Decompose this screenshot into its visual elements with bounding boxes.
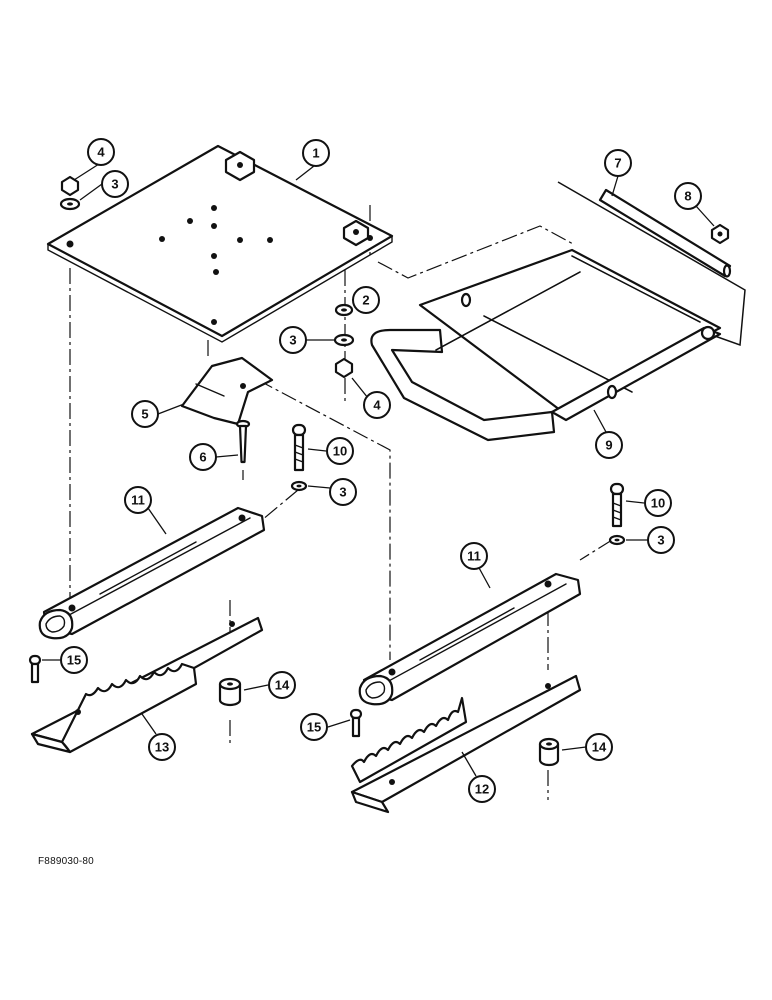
callout-3: 3 <box>279 326 307 354</box>
svg-text:3: 3 <box>339 485 346 500</box>
svg-text:14: 14 <box>275 678 290 693</box>
callout-3: 3 <box>329 478 357 506</box>
screw-left <box>28 654 42 684</box>
screw-right <box>349 708 363 738</box>
svg-text:1: 1 <box>312 146 319 161</box>
spacer-right <box>538 737 560 767</box>
callout-4: 4 <box>87 138 115 166</box>
callout-14: 14 <box>585 733 613 761</box>
svg-text:9: 9 <box>605 438 612 453</box>
svg-text:4: 4 <box>373 398 381 413</box>
toothed-rail-left <box>30 616 264 754</box>
spacer-left <box>218 677 242 707</box>
svg-text:6: 6 <box>199 450 206 465</box>
frame <box>370 248 722 442</box>
svg-text:7: 7 <box>614 156 621 171</box>
svg-text:3: 3 <box>289 333 296 348</box>
svg-text:10: 10 <box>333 444 347 459</box>
backing-panel <box>557 181 746 347</box>
callout-14: 14 <box>268 671 296 699</box>
callout-10: 10 <box>326 437 354 465</box>
svg-text:5: 5 <box>141 407 148 422</box>
svg-text:3: 3 <box>111 177 118 192</box>
callout-3: 3 <box>647 526 675 554</box>
callout-13: 13 <box>148 733 176 761</box>
svg-text:8: 8 <box>684 189 691 204</box>
figure-id: F889030-80 <box>38 856 94 867</box>
bolt-left <box>291 423 307 472</box>
rod-nut <box>710 223 730 245</box>
slide-rail-right <box>358 572 582 706</box>
nut-top-left <box>60 175 80 197</box>
svg-text:10: 10 <box>651 496 665 511</box>
callout-10: 10 <box>644 489 672 517</box>
svg-text:13: 13 <box>155 740 169 755</box>
callout-8: 8 <box>674 182 702 210</box>
pin <box>235 419 251 464</box>
svg-text:4: 4 <box>97 145 105 160</box>
bolt-right <box>609 482 625 528</box>
callout-6: 6 <box>189 443 217 471</box>
callout-11: 11 <box>460 542 488 570</box>
washer-top-left <box>59 197 81 211</box>
leader-lines <box>42 163 715 777</box>
svg-text:15: 15 <box>307 720 321 735</box>
callout-12: 12 <box>468 775 496 803</box>
callout-7: 7 <box>604 149 632 177</box>
callout-15: 15 <box>300 713 328 741</box>
toothed-rail-right <box>350 674 582 814</box>
callout-5: 5 <box>131 400 159 428</box>
callout-3: 3 <box>101 170 129 198</box>
svg-text:3: 3 <box>657 533 664 548</box>
svg-text:11: 11 <box>467 549 481 564</box>
slide-rail-left <box>38 506 266 640</box>
callout-9: 9 <box>595 431 623 459</box>
callout-11: 11 <box>124 486 152 514</box>
rod <box>598 188 732 278</box>
callout-1: 1 <box>302 139 330 167</box>
callout-4: 4 <box>363 391 391 419</box>
svg-text:11: 11 <box>131 493 145 508</box>
bracket <box>180 356 274 426</box>
callout-2: 2 <box>352 286 380 314</box>
svg-text:2: 2 <box>362 293 369 308</box>
washer-right-bolt <box>608 534 626 546</box>
nut-stack-right <box>333 303 355 379</box>
svg-text:12: 12 <box>475 782 489 797</box>
svg-text:14: 14 <box>592 740 607 755</box>
washer-left-bolt <box>290 480 308 492</box>
callout-15: 15 <box>60 646 88 674</box>
svg-text:15: 15 <box>67 653 81 668</box>
mounting-plate <box>46 144 394 343</box>
